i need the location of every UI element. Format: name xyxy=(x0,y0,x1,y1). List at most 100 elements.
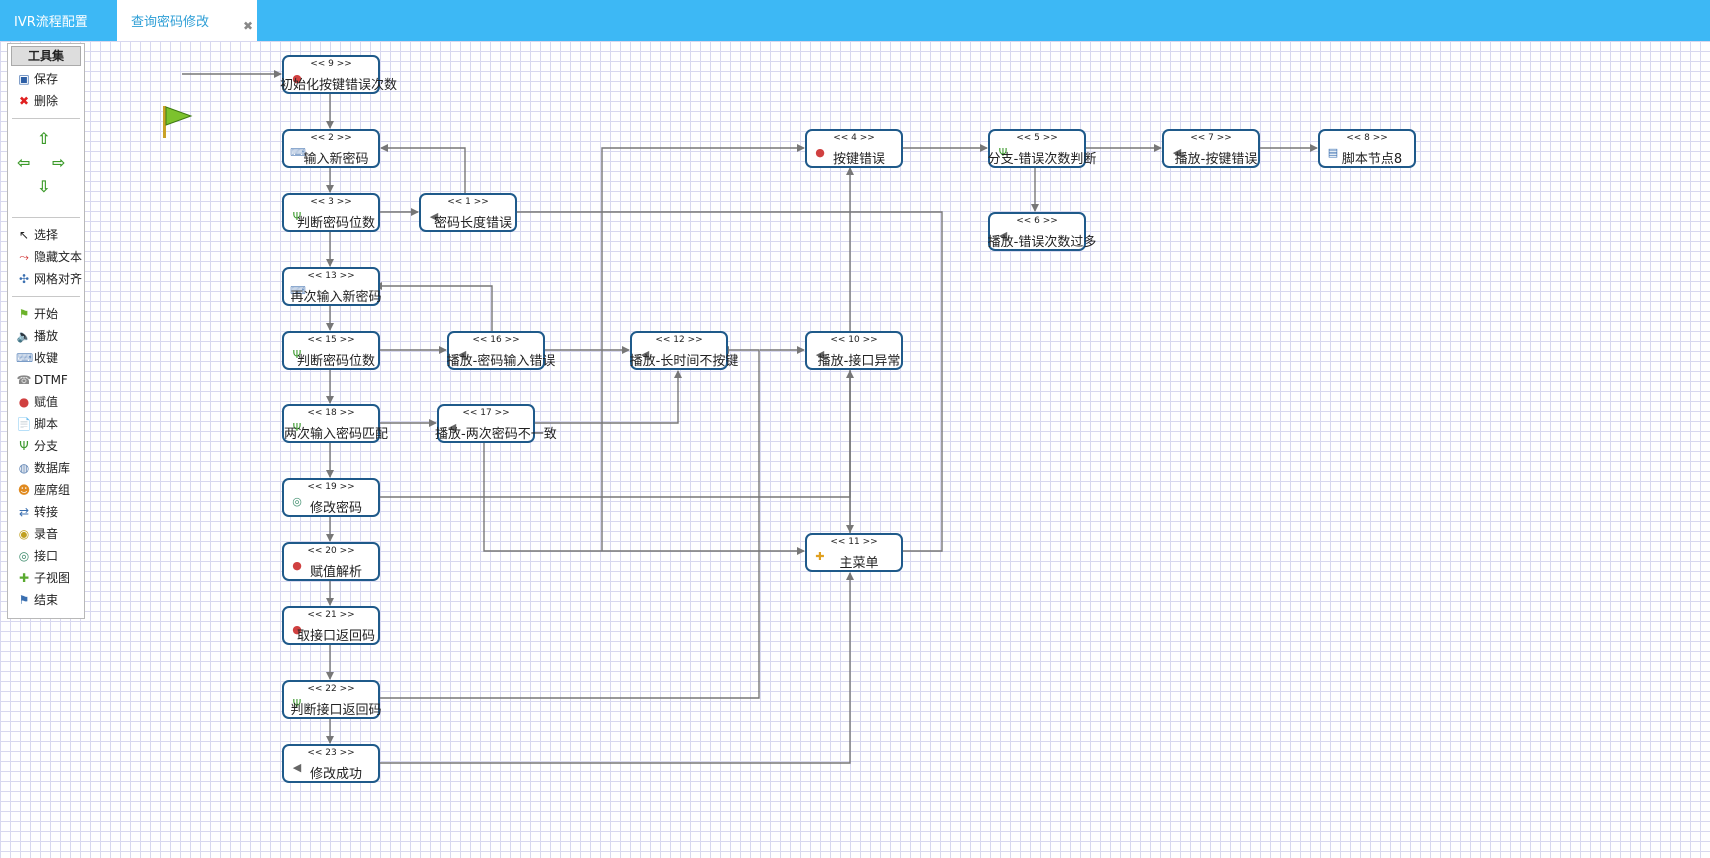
flow-node[interactable]: ◀<< 7 >>播放-按键错误 xyxy=(1162,129,1260,168)
node-label: 主菜单 xyxy=(839,556,879,571)
palette-item-keyboard[interactable]: ⌨收键 xyxy=(8,347,84,369)
flow-node[interactable]: ◀<< 16 >>播放-密码输入错误 xyxy=(447,331,555,370)
flow-node[interactable]: ◀<< 6 >>播放-错误次数过多 xyxy=(988,212,1096,251)
start-flag-icon[interactable] xyxy=(160,105,194,142)
node-label: 播放-密码输入错误 xyxy=(446,354,556,369)
tab-password-change[interactable]: 查询密码修改 ✖ xyxy=(117,0,257,41)
arrow-up-icon[interactable]: ⇧ xyxy=(37,129,51,148)
node-label: 判断密码位数 xyxy=(296,216,375,231)
palette-item-script[interactable]: 📄脚本 xyxy=(8,413,84,435)
arrow-right-icon[interactable]: ⇨ xyxy=(52,153,66,172)
node-id: << 11 >> xyxy=(830,537,878,547)
node-id: << 2 >> xyxy=(310,133,352,143)
node-label: 密码长度错误 xyxy=(433,216,512,231)
flow-node[interactable]: Ψ<< 3 >>判断密码位数 xyxy=(282,193,380,232)
delete-icon: ✖ xyxy=(18,94,30,108)
flow-node[interactable]: Ψ << 15 >> 判断密码位数 xyxy=(282,331,380,370)
arrow-down-icon[interactable]: ⇩ xyxy=(37,177,51,196)
flow-node[interactable]: Ψ<< 5 >>分支-错误次数判断 xyxy=(988,129,1096,168)
flow-node[interactable]: ⌨<< 13 >>再次输入新密码 xyxy=(282,267,382,306)
flow-node[interactable]: ●<< 20 >>赋值解析 xyxy=(282,542,380,581)
tool-grid-align[interactable]: ✣网格对齐 xyxy=(8,268,84,290)
delete-button[interactable]: ✖删除 xyxy=(8,90,84,112)
flow-node[interactable]: ●<< 21 >>取接口返回码 xyxy=(282,606,380,645)
tool-select[interactable]: ↖选择 xyxy=(8,224,84,246)
assign-icon: ● xyxy=(18,395,30,409)
save-button[interactable]: ▣保存 xyxy=(8,68,84,90)
branch-icon: Ψ xyxy=(292,348,302,361)
agent-group-icon: ☻ xyxy=(17,483,31,497)
palette-item-interface[interactable]: ◎接口 xyxy=(8,545,84,567)
flow-connector[interactable] xyxy=(601,144,805,551)
node-id: << 22 >> xyxy=(307,684,355,694)
branch-icon: Ψ xyxy=(19,439,29,453)
speaker-icon: ◀ xyxy=(429,210,439,223)
flow-node[interactable]: ⌨<< 2 >>输入新密码 xyxy=(282,129,380,168)
node-id: << 4 >> xyxy=(833,133,875,143)
save-icon: ▣ xyxy=(18,72,30,86)
record-icon: ◉ xyxy=(18,527,30,541)
speaker-icon: ◀ xyxy=(998,229,1008,242)
flow-node[interactable]: ◀<< 10 >>播放-接口异常 xyxy=(805,331,903,370)
node-id: << 15 >> xyxy=(307,335,355,345)
flow-node[interactable]: ◀<< 17 >>播放-两次密码不一致 xyxy=(435,404,557,443)
close-icon[interactable]: ✖ xyxy=(242,19,253,33)
branch-icon: Ψ xyxy=(292,421,302,434)
end-flag-icon: ⚑ xyxy=(18,593,30,607)
node-label: 修改密码 xyxy=(309,501,362,516)
flow-node[interactable]: ▤<< 8 >>脚本节点8 xyxy=(1318,129,1416,168)
palette-item-transfer[interactable]: ⇄转接 xyxy=(8,501,84,523)
flow-node[interactable]: ●<< 4 >>按键错误 xyxy=(805,129,903,168)
palette-item-record[interactable]: ◉录音 xyxy=(8,523,84,545)
branch-icon: Ψ xyxy=(292,210,302,223)
flow-connector[interactable] xyxy=(483,443,805,555)
palette-item-end-flag[interactable]: ⚑结束 xyxy=(8,589,84,611)
tab-label: IVR流程配置 xyxy=(14,15,88,30)
node-id: << 21 >> xyxy=(307,610,355,620)
node-label: 输入新密码 xyxy=(303,152,369,167)
node-label: 播放-两次密码不一致 xyxy=(435,427,557,442)
flow-node[interactable]: ◀<< 12 >>播放-长时间不按键 xyxy=(630,331,738,370)
palette-item-speaker[interactable]: 🔈播放 xyxy=(8,325,84,347)
node-label: 初始化按键错误次数 xyxy=(280,78,398,93)
flow-connector[interactable] xyxy=(530,370,682,424)
node-label: 判断密码位数 xyxy=(296,354,375,369)
node-id: << 6 >> xyxy=(1016,216,1058,226)
move-arrow-pad: ⇧ ⇦ ⇨ ⇩ xyxy=(8,125,84,211)
palette-item-subview[interactable]: ✚子视图 xyxy=(8,567,84,589)
node-id: << 12 >> xyxy=(655,335,703,345)
script-icon: ▤ xyxy=(1327,146,1339,159)
flow-connector[interactable] xyxy=(380,144,466,193)
palette-item-assign[interactable]: ●赋值 xyxy=(8,391,84,413)
flow-node[interactable]: ◎<< 19 >>修改密码 xyxy=(282,478,380,517)
palette-item-start-flag[interactable]: ⚑开始 xyxy=(8,303,84,325)
node-label: 修改成功 xyxy=(309,767,362,782)
node-label: 再次输入新密码 xyxy=(290,290,382,305)
flow-node[interactable]: ◀<< 23 >>修改成功 xyxy=(282,744,380,783)
assign-icon: ● xyxy=(292,72,302,85)
flow-connector[interactable] xyxy=(374,282,493,331)
node-id: << 7 >> xyxy=(1190,133,1232,143)
palette-item-dtmf[interactable]: ☎DTMF xyxy=(8,369,84,391)
flow-node[interactable]: ◀<< 1 >>密码长度错误 xyxy=(419,193,517,232)
node-label: 按键错误 xyxy=(832,152,885,167)
branch-icon: Ψ xyxy=(292,697,302,710)
flow-node[interactable]: Ψ<< 22 >>判断接口返回码 xyxy=(282,680,382,719)
tool-hide-text[interactable]: ⤳隐藏文本 xyxy=(8,246,84,268)
arrow-left-icon[interactable]: ⇦ xyxy=(17,153,31,172)
flow-node[interactable]: Ψ<< 18 >>两次输入密码匹配 xyxy=(282,404,388,443)
flow-connector[interactable] xyxy=(380,346,760,699)
flow-connector[interactable] xyxy=(512,211,943,555)
flow-node[interactable]: ●<< 9 >>初始化按键错误次数 xyxy=(280,55,397,94)
node-label: 播放-按键错误 xyxy=(1174,152,1258,167)
palette-item-database[interactable]: ◍数据库 xyxy=(8,457,84,479)
tab-ivr-flow-config[interactable]: IVR流程配置 ✖ xyxy=(0,0,128,41)
flow-connector[interactable] xyxy=(380,572,854,764)
flow-node[interactable]: ✚<< 11 >>主菜单 xyxy=(805,533,903,572)
node-id: << 8 >> xyxy=(1346,133,1388,143)
palette-item-agent-group[interactable]: ☻座席组 xyxy=(8,479,84,501)
hide-text-icon: ⤳ xyxy=(19,250,29,264)
toolbox-title: 工具集 xyxy=(11,46,81,66)
